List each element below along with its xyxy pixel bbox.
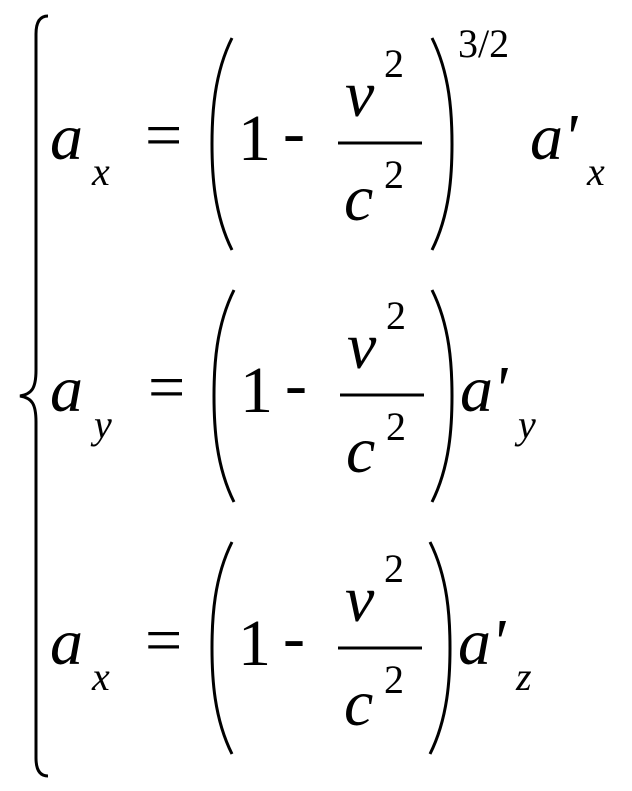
outer-exponent: 3/2	[458, 21, 510, 66]
denominator-variable: c	[344, 162, 374, 235]
equals-sign: =	[148, 351, 186, 424]
numerator-exponent: 2	[386, 293, 406, 338]
minus-sign: -	[283, 96, 305, 169]
denominator-exponent: 2	[384, 152, 404, 197]
one: 1	[238, 102, 271, 175]
left-parenthesis	[210, 37, 234, 251]
right-parenthesis	[430, 289, 454, 503]
right-parenthesis	[430, 37, 454, 251]
denominator-exponent: 2	[386, 404, 406, 449]
lhs-variable: a	[50, 353, 83, 426]
denominator-variable: c	[344, 667, 374, 740]
equals-sign: =	[145, 604, 183, 677]
numerator-exponent: 2	[384, 41, 404, 86]
fraction-bar	[338, 141, 422, 145]
minus-sign: -	[285, 348, 307, 421]
rhs-subscript: x	[587, 149, 605, 194]
rhs-subscript: y	[518, 402, 536, 447]
rhs-subscript: z	[516, 654, 532, 699]
right-parenthesis	[428, 541, 452, 755]
denominator-exponent: 2	[384, 657, 404, 702]
lhs-subscript: x	[92, 654, 110, 699]
numerator-variable: v	[345, 58, 375, 131]
rhs-variable: a'	[460, 353, 508, 426]
one: 1	[240, 354, 273, 427]
numerator-variable: v	[347, 310, 377, 383]
numerator-exponent: 2	[384, 546, 404, 591]
numerator-variable: v	[345, 563, 375, 636]
lhs-variable: a	[50, 101, 83, 174]
left-curly-brace	[19, 14, 49, 778]
left-parenthesis	[210, 541, 234, 755]
rhs-variable: a'	[458, 606, 506, 679]
lhs-variable: a	[50, 606, 83, 679]
lhs-subscript: x	[92, 149, 110, 194]
denominator-variable: c	[346, 414, 376, 487]
fraction-bar	[338, 646, 422, 650]
equals-sign: =	[145, 99, 183, 172]
minus-sign: -	[283, 601, 305, 674]
one: 1	[238, 607, 271, 680]
fraction-bar	[340, 393, 424, 397]
rhs-variable: a'	[530, 101, 578, 174]
lhs-subscript: y	[94, 402, 112, 447]
left-parenthesis	[212, 289, 236, 503]
